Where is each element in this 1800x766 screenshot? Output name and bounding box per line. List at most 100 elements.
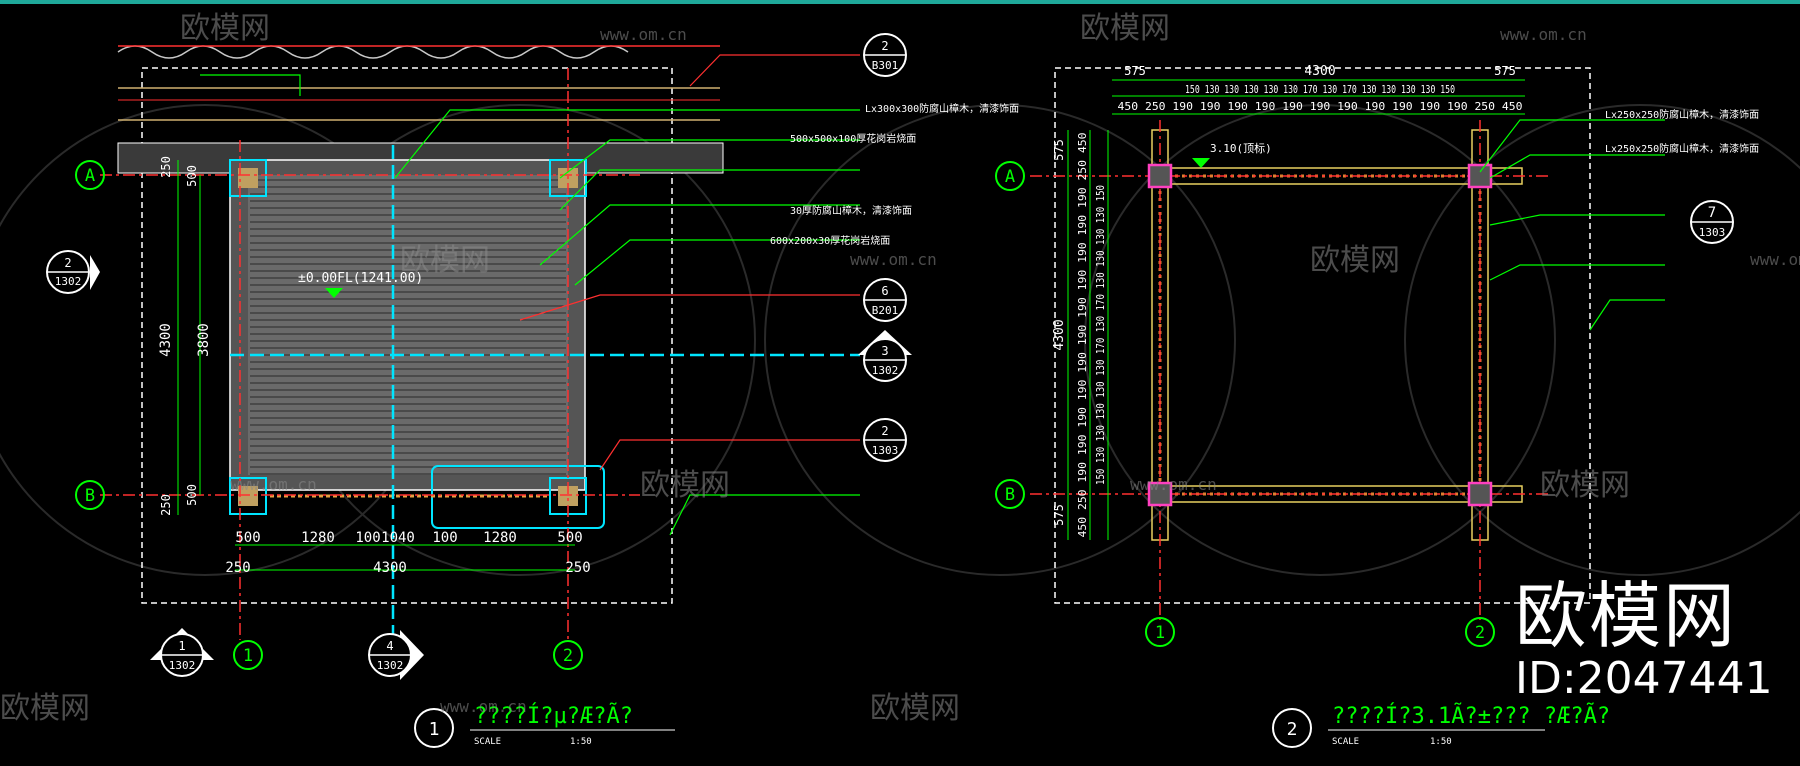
plan1-axis-bubble-2: 2 bbox=[553, 640, 583, 670]
svg-text:2: 2 bbox=[881, 424, 888, 438]
watermark-brand: 欧模网 bbox=[1080, 11, 1170, 46]
plan2-dim-end-top-left: 575 bbox=[1124, 64, 1146, 78]
plan1-callout-1302-bottom-mid: 4 1302 bbox=[368, 630, 424, 680]
svg-text:B: B bbox=[1005, 485, 1015, 505]
watermark-brand: 欧模网 bbox=[870, 691, 960, 726]
plan2-dim-end-top-right: 575 bbox=[1494, 64, 1516, 78]
plan1-axis-bubble-1: 1 bbox=[233, 640, 263, 670]
plan2-note-0: Lx250x250防腐山樟木，清漆饰面 bbox=[1605, 108, 1759, 121]
plan1-dim-left-top-1: 500 bbox=[185, 165, 199, 187]
svg-text:4: 4 bbox=[386, 639, 393, 653]
plan2-drawing: A B 1 2 4300 575 575 150 130 130 130 130… bbox=[995, 64, 1759, 748]
plan1-dim-left-total: 4300 bbox=[158, 323, 174, 357]
svg-text:1302: 1302 bbox=[55, 275, 82, 288]
svg-text:2: 2 bbox=[563, 646, 573, 666]
plan2-axis-bubble-b: B bbox=[995, 479, 1025, 509]
plan1-column-b1 bbox=[229, 477, 267, 515]
plan2-dim-left-chain: 450 250 190 190 190 190 190 190 190 190 … bbox=[1076, 133, 1089, 538]
plan1-dim-bottom-2: 100 bbox=[355, 530, 380, 546]
plan1-callout-1302-bottom-left: 1 1302 bbox=[150, 628, 214, 677]
plan2-level-mark: 3.10(顶标) bbox=[1210, 141, 1272, 155]
plan1-level-triangle bbox=[325, 288, 343, 298]
svg-text:7: 7 bbox=[1708, 205, 1716, 221]
plan2-scale-label: SCALE bbox=[1332, 737, 1359, 747]
plan2-dim-left-total: 4300 bbox=[1052, 319, 1067, 350]
plan1-top-hatch bbox=[117, 45, 629, 59]
watermarks: 欧模网 www.om.cn 欧模网 www.om.cn 欧模网 www.om.c… bbox=[0, 11, 1800, 726]
svg-text:1302: 1302 bbox=[169, 659, 196, 672]
svg-text:2: 2 bbox=[881, 39, 888, 53]
svg-text:B301: B301 bbox=[872, 59, 899, 72]
plan1-dim-total: 4300 bbox=[373, 560, 407, 576]
plan2-axis-bubble-a: A bbox=[995, 161, 1025, 191]
watermark-id-brand: 欧模网 bbox=[1515, 574, 1738, 658]
plan1-title-block: 1 ????Í?µ?Æ?Ã? SCALE 1:50 bbox=[414, 702, 675, 748]
plan2-callout-1303: 7 1303 bbox=[1690, 200, 1734, 244]
plan2-axis-bubble-1: 1 bbox=[1145, 617, 1175, 647]
plan2-axis-bubble-2: 2 bbox=[1465, 617, 1495, 647]
plan2-leaders bbox=[1479, 119, 1665, 331]
svg-text:6: 6 bbox=[881, 284, 888, 298]
watermark-url: www.om.cn bbox=[1750, 250, 1800, 269]
plan1-dim-bottom-3: 1040 bbox=[381, 530, 415, 546]
plan2-title-block: 2 ????Í?3.1Ã?±??? ?Æ?Ã? SCALE 1:50 bbox=[1272, 702, 1610, 748]
plan1-deck-boards bbox=[250, 179, 566, 475]
svg-text:A: A bbox=[85, 166, 95, 186]
plan1-callout-b201: 6 B201 bbox=[863, 278, 907, 322]
plan1-axis-bubble-b: B bbox=[75, 480, 105, 510]
watermark-circles bbox=[0, 104, 1800, 576]
plan1-scale-value: 1:50 bbox=[570, 737, 592, 747]
plan1-dim-end-right: 250 bbox=[565, 560, 590, 576]
svg-text:3: 3 bbox=[881, 344, 888, 358]
watermark-url: www.om.cn bbox=[1130, 475, 1217, 494]
plan2-title: ????Í?3.1Ã?±??? ?Æ?Ã? bbox=[1332, 702, 1610, 729]
plan1-dim-left-inner: 3800 bbox=[196, 323, 212, 357]
plan1-deck-inner bbox=[248, 175, 568, 475]
watermark-brand: 欧模网 bbox=[180, 11, 270, 46]
plan1-column-a1 bbox=[229, 159, 267, 197]
watermark-brand: 欧模网 bbox=[640, 468, 730, 503]
svg-text:1: 1 bbox=[178, 639, 185, 653]
plan1-axis-bubble-a: A bbox=[75, 160, 105, 190]
plan1-dim-end-left: 250 bbox=[225, 560, 250, 576]
svg-text:1302: 1302 bbox=[377, 659, 404, 672]
watermark-id-label: ID:2047441 bbox=[1515, 653, 1773, 704]
plan1-note-3: 600x200x30厚花岗岩烧面 bbox=[770, 234, 890, 247]
watermark-brand: 欧模网 bbox=[1540, 468, 1630, 503]
svg-text:2: 2 bbox=[64, 256, 71, 270]
svg-text:2: 2 bbox=[1475, 623, 1485, 643]
svg-text:B: B bbox=[85, 486, 95, 506]
watermark-brand: 欧模网 bbox=[0, 691, 90, 726]
watermark-url: www.om.cn bbox=[230, 475, 317, 494]
plan1-callout-b301: 2 B301 bbox=[863, 33, 907, 77]
plan1-level-mark: ±0.00FL(1241.00) bbox=[298, 271, 423, 286]
plan1-dim-bottom-1: 1280 bbox=[301, 530, 335, 546]
plan1-callout-1302-right: 3 1302 bbox=[858, 330, 912, 382]
plan1-leaders bbox=[200, 74, 860, 536]
plan1-dim-bottom-4: 100 bbox=[432, 530, 457, 546]
svg-text:1303: 1303 bbox=[872, 444, 899, 457]
plan1-title: ????Í?µ?Æ?Ã? bbox=[474, 702, 633, 729]
watermark-url: www.om.cn bbox=[600, 25, 687, 44]
plan1-dim-bottom-6: 500 bbox=[557, 530, 582, 546]
plan2-note-1: Lx250x250防腐山樟木，清漆饰面 bbox=[1605, 142, 1759, 155]
plan2-border bbox=[1054, 67, 1591, 604]
plan1-scale-label: SCALE bbox=[474, 737, 501, 747]
plan1-border bbox=[141, 67, 673, 604]
plan1-note-0: Lx300x300防腐山樟木，清漆饰面 bbox=[865, 102, 1019, 115]
plan1-note-2: 30厚防腐山樟木，清漆饰面 bbox=[790, 204, 912, 217]
plan2-column-b2 bbox=[1467, 481, 1493, 507]
svg-text:1: 1 bbox=[1155, 623, 1165, 643]
plan2-column-a1 bbox=[1147, 163, 1173, 189]
plan2-dim-row2: 450 250 190 190 190 190 190 190 190 190 … bbox=[1118, 100, 1523, 113]
plan2-dim-left-end-top: 575 bbox=[1052, 139, 1066, 161]
plan2-column-b1 bbox=[1147, 481, 1173, 507]
plan2-column-a2 bbox=[1467, 163, 1493, 189]
svg-text:1: 1 bbox=[243, 646, 253, 666]
plan1-dim-bottom-0: 500 bbox=[235, 530, 260, 546]
plan2-dim-left-chain2: 150 130 130 130 130 130 170 130 170 130 … bbox=[1094, 185, 1107, 485]
plan1-callout-1302-left: 2 1302 bbox=[46, 250, 100, 294]
